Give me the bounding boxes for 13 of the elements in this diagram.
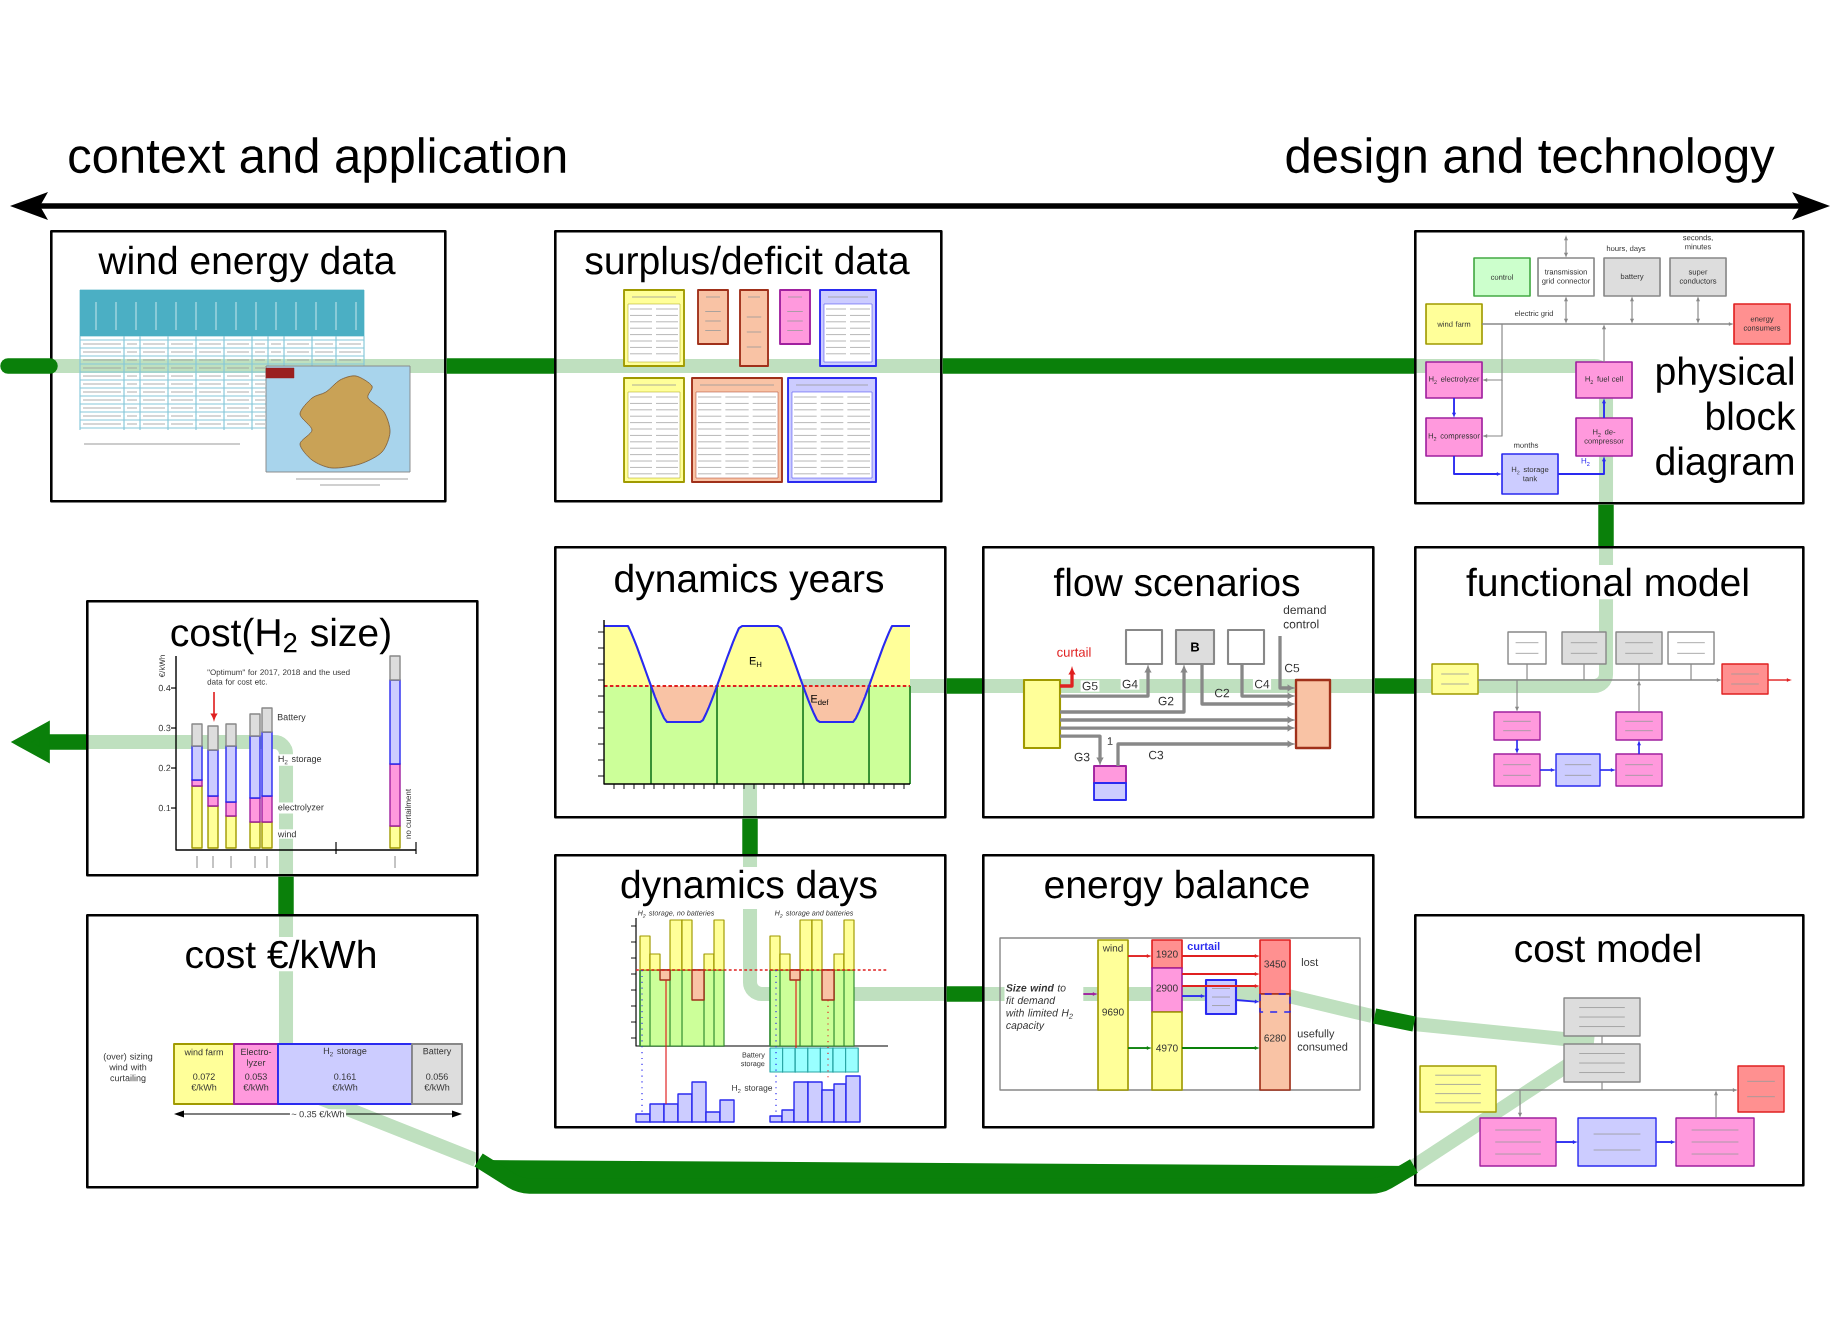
flow-line — [470, 1152, 1422, 1194]
flow-line — [742, 818, 758, 854]
flow-line — [946, 986, 982, 1002]
flow-line — [0, 358, 58, 374]
flow-line — [1373, 1008, 1416, 1032]
flow-line — [278, 876, 294, 914]
flow-line — [446, 358, 554, 374]
direction-label: context and application — [69, 137, 566, 183]
flow-line — [942, 358, 1414, 374]
direction-label: design and technology — [1286, 137, 1775, 183]
flow-line — [1374, 678, 1414, 694]
flow-line — [1598, 504, 1614, 546]
flow-line — [946, 678, 982, 694]
